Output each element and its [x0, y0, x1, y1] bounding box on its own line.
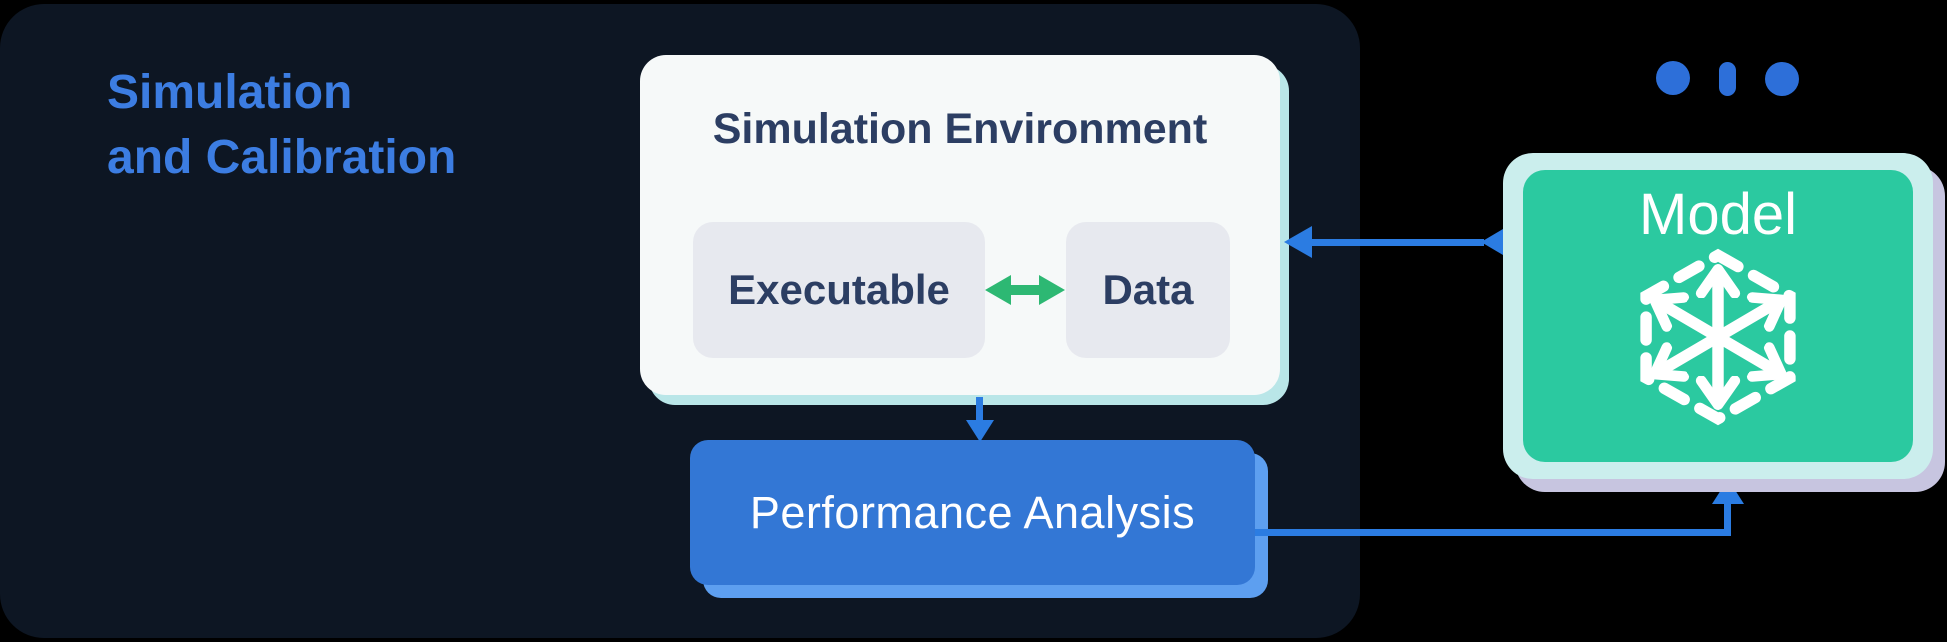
pill-icon — [1719, 62, 1736, 96]
model-label: Model — [1639, 182, 1797, 247]
data-node: Data — [1066, 222, 1230, 358]
performance-analysis-node: Performance Analysis — [690, 440, 1255, 585]
dot-icon — [1656, 61, 1690, 95]
model-cube-icon — [1640, 248, 1796, 426]
dot-icon — [1765, 62, 1799, 96]
arrow-head-down-icon — [966, 420, 994, 442]
simulation-environment-title: Simulation Environment — [712, 105, 1208, 153]
arrow-head-up-icon — [1712, 479, 1744, 504]
model-node: Model — [1503, 153, 1933, 479]
arrow-line — [1308, 239, 1484, 246]
executable-label: Executable — [728, 266, 950, 313]
performance-analysis-label: Performance Analysis — [749, 486, 1196, 538]
arrow-line — [976, 397, 983, 422]
page-title-line-1: Simulation — [107, 66, 353, 119]
connector-vertical-line — [1724, 502, 1731, 536]
arrow-head-left-icon — [1284, 226, 1312, 258]
data-label: Data — [1102, 266, 1194, 313]
page-title: Simulation and Calibration — [107, 60, 456, 190]
model-node-body: Model — [1523, 170, 1913, 462]
page-title-line-2: and Calibration — [107, 131, 457, 184]
simulation-environment-node: Simulation Environment Executable Data — [640, 55, 1280, 395]
connector-horizontal-line — [1255, 529, 1731, 536]
double-arrow-icon — [985, 275, 1065, 305]
executable-node: Executable — [693, 222, 985, 358]
arrow-tail-flare — [1481, 229, 1503, 255]
